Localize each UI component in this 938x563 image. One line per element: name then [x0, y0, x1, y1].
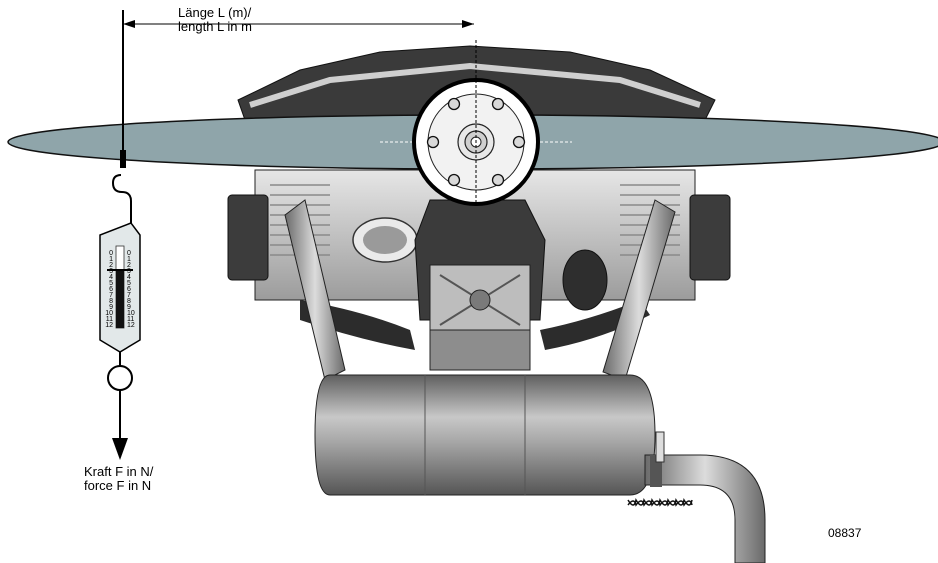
scale-right-tick-6: 6	[127, 286, 131, 293]
scale-right-tick-4: 4	[127, 274, 131, 281]
scale-left-tick-3: 3	[109, 268, 113, 275]
scale-left-tick-8: 8	[109, 298, 113, 305]
exhaust-spring	[627, 497, 693, 507]
scale-right-tick-0: 0	[127, 250, 131, 257]
force-label-de: Kraft F in N/	[84, 464, 154, 479]
length-label-de: Länge L (m)/	[178, 5, 252, 20]
length-dimension	[120, 10, 474, 168]
scale-right-tick-10: 10	[127, 310, 135, 317]
hub-bolts	[426, 97, 526, 187]
scale-left-tick-1: 1	[109, 256, 113, 263]
propeller-hub	[412, 40, 540, 206]
force-label: Kraft F in N/ force F in N	[84, 465, 153, 493]
force-arrow	[112, 438, 128, 460]
scale-left-tick-7: 7	[109, 292, 113, 299]
scale-right-tick-8: 8	[127, 298, 131, 305]
scale-right-tick-7: 7	[127, 292, 131, 299]
scale-left-tick-6: 6	[109, 286, 113, 293]
scale-right-tick-5: 5	[127, 280, 131, 287]
scale-right-tick-1: 1	[127, 256, 131, 263]
scale-left-tick-10: 10	[105, 310, 113, 317]
scale-right-tick-3: 3	[127, 268, 131, 275]
scale-left-tick-4: 4	[109, 274, 113, 281]
scale-right-tick-12: 12	[127, 322, 135, 329]
scale-right-tick-9: 9	[127, 304, 131, 311]
scale-right-tick-2: 2	[127, 262, 131, 269]
length-label-en: length L in m	[178, 19, 252, 34]
length-label: Länge L (m)/ length L in m	[178, 6, 252, 34]
scale-left-tick-2: 2	[109, 262, 113, 269]
scale-left-tick-5: 5	[109, 280, 113, 287]
engine	[227, 45, 766, 563]
spring-scale	[99, 174, 141, 460]
scale-left-tick-9: 9	[109, 304, 113, 311]
scale-right-tick-11: 11	[127, 316, 134, 323]
figure-number: 08837	[828, 526, 862, 540]
scale-left-tick-12: 12	[105, 322, 113, 329]
scale-left-tick-0: 0	[109, 250, 113, 257]
force-label-en: force F in N	[84, 478, 152, 493]
scale-left-tick-11: 11	[106, 316, 113, 323]
